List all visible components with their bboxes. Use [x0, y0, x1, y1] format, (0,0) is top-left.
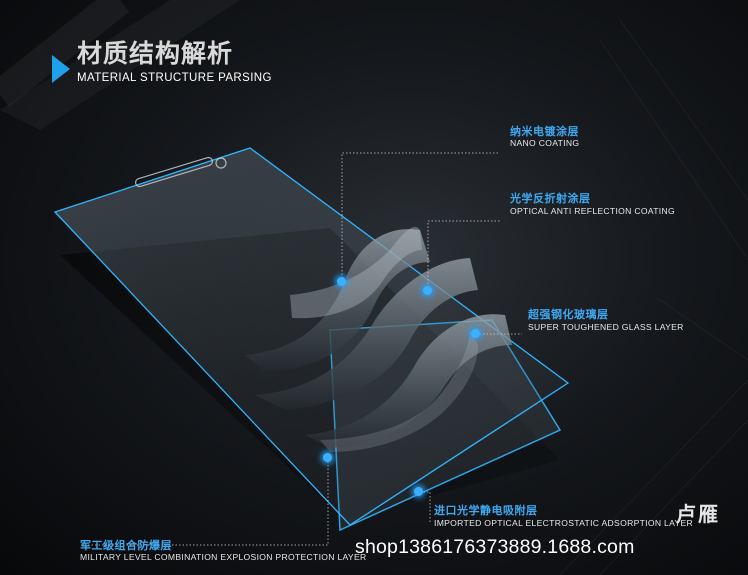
page-title: 材质结构解析 [77, 40, 234, 68]
layer-title-adsorption: 进口光学静电吸附层 [434, 505, 538, 517]
camera-hole [215, 157, 227, 169]
marker-toughened-glass [471, 329, 480, 338]
curl-sheet-2 [290, 226, 422, 319]
watermark-name: 卢雁 [676, 504, 720, 526]
header-band [0, 0, 240, 130]
marker-adsorption-layer [414, 487, 423, 496]
layer-title-nano: 纳米电镀涂层 [510, 126, 579, 138]
layer-title-toughened-glass: 超强钢化玻璃层 [528, 309, 609, 321]
layer-title-explosion: 军工级组合防爆层 [80, 540, 172, 552]
curl-sheet-5 [320, 330, 478, 452]
layer-subtitle-adsorption: IMPORTED OPTICAL ELECTROSTATIC ADSORPTIO… [434, 518, 694, 528]
marker-explosion-layer [323, 453, 332, 462]
curl-sheet-1 [245, 229, 430, 372]
layer-subtitle-explosion: MILITARY LEVEL COMBINATION EXPLOSION PRO… [80, 552, 367, 562]
speaker-slot [134, 156, 214, 188]
curl-sheet-4 [305, 314, 512, 448]
leader-lines [80, 152, 522, 546]
play-arrow-icon [52, 55, 70, 83]
marker-nano-coating [337, 277, 346, 286]
layer-subtitle-nano: NANO COATING [510, 138, 580, 148]
watermark-url: shop1386176373889.1688.com [355, 536, 635, 558]
layer-subtitle-anti-reflection: OPTICAL ANTI REFLECTION COATING [510, 206, 675, 216]
layer-subtitle-toughened-glass: SUPER TOUGHENED GLASS LAYER [528, 322, 684, 332]
marker-anti-reflection [423, 286, 432, 295]
page-subtitle: MATERIAL STRUCTURE PARSING [77, 72, 272, 84]
curl-sheet-3 [255, 258, 478, 410]
layer-title-anti-reflection: 光学反折射涂层 [510, 193, 591, 205]
